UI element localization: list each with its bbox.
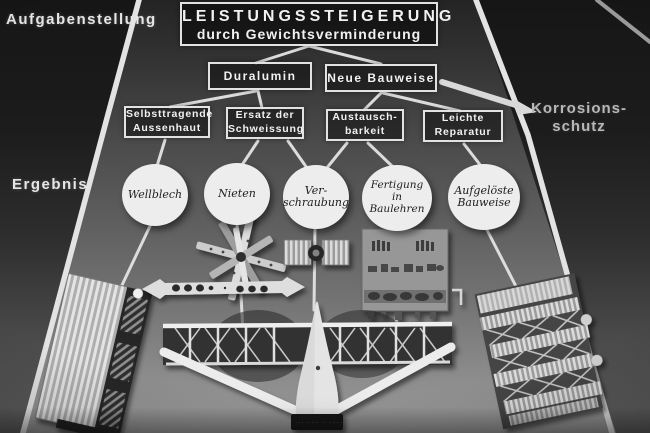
- node-ersatz-der-schweissung: Ersatz der Schweissung: [226, 107, 304, 139]
- exhibit-corrugated-panel: [34, 272, 153, 433]
- node-label-line: barkeit: [344, 125, 386, 137]
- exhibit-caption-center: ··· ····· ·· ········: [296, 420, 352, 426]
- title-line1: LEISTUNGSSTEIGERUNG: [182, 7, 456, 25]
- node-leichte-reparatur: Leichte Reparatur: [423, 110, 503, 142]
- node-label-line: Ersatz der: [235, 109, 295, 122]
- circle-label-line: in: [391, 191, 403, 204]
- result-circle-wellblech: Wellblech: [122, 164, 188, 226]
- circle-label-line: Nieten: [218, 186, 256, 200]
- node-duralumin: Duralumin: [208, 62, 312, 90]
- exhibit-rivet-star: [196, 213, 287, 301]
- exhibit-jig-board: [361, 228, 463, 320]
- circle-label-line: Baulehren: [369, 202, 425, 215]
- side-note-korrosionsschutz: Korrosions- schutz: [524, 100, 634, 136]
- node-label-line: Selbsttragende: [126, 108, 214, 121]
- node-label-line: Austausch-: [332, 111, 398, 124]
- circle-label-line: Wellblech: [127, 187, 183, 201]
- exhibit-lattice-panel: [474, 273, 604, 430]
- result-circle-nieten: Nieten: [204, 163, 270, 225]
- side-note-line: schutz: [552, 118, 606, 135]
- node-duralumin-label: Duralumin: [223, 69, 297, 83]
- section-label-aufgabenstellung: Aufgabenstellung: [6, 11, 157, 28]
- node-austauschbarkeit: Austausch- barkeit: [326, 109, 404, 141]
- exhibit-caption-left: ·· ····· ···: [106, 409, 138, 415]
- title-box: LEISTUNGSSTEIGERUNG durch Gewichtsvermin…: [180, 2, 456, 46]
- node-neue-bauweise: Neue Bauweise: [325, 64, 437, 92]
- node-label-line: Schweissung: [228, 123, 304, 135]
- node-label-line: Reparatur: [434, 126, 492, 138]
- side-note-line: Korrosions-: [530, 100, 627, 117]
- exhibit-caption-right: ····· ···· ··: [560, 403, 595, 409]
- node-selbsttragende-aussenhaut: Selbsttragende Aussenhaut: [124, 106, 214, 138]
- exhibit-bolted-joint: [283, 239, 350, 266]
- result-circle-fertigung-in-baulehren: Fertigung in Baulehren: [362, 165, 432, 231]
- node-label-line: Leichte: [441, 112, 485, 125]
- circle-label-line: schraubung: [282, 196, 350, 209]
- result-circle-aufgeloeste-bauweise: Aufgelöste Bauweise: [448, 164, 520, 230]
- circle-label-line: Ver-: [304, 183, 328, 197]
- exhibit-wing-structure: [159, 301, 456, 430]
- circle-label-line: Aufgelöste: [454, 183, 514, 197]
- circle-label-line: Bauweise: [457, 196, 511, 209]
- exhibit-lightened-spar: [142, 277, 305, 299]
- node-label-line: Aussenhaut: [132, 122, 202, 134]
- section-label-ergebnis: Ergebnis: [12, 176, 89, 193]
- result-circle-verschraubung: Ver- schraubung: [283, 165, 349, 229]
- title-line2: durch Gewichtsverminderung: [196, 26, 422, 43]
- circle-label-line: Fertigung: [370, 179, 424, 192]
- korrosionsschutz-arrow: [439, 79, 537, 115]
- node-neue-bauweise-label: Neue Bauweise: [327, 71, 435, 85]
